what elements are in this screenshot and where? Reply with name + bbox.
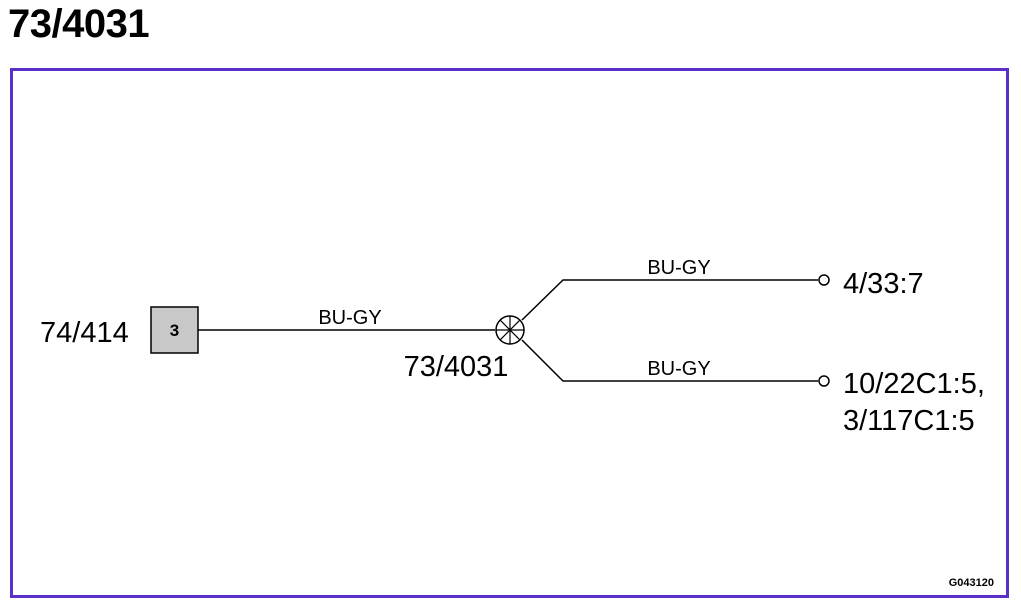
figure-code: G043120	[949, 577, 994, 589]
source-connector-pin: 3	[170, 321, 179, 340]
wire-branch-lower[interactable]	[521, 339, 818, 382]
wire-branch-upper[interactable]	[521, 279, 818, 321]
source-connector-box[interactable]	[150, 306, 199, 354]
source-connector-label: 74/414	[40, 317, 129, 349]
diagram-frame	[10, 68, 1009, 598]
wire-branch-lower-color: BU-GY	[647, 358, 710, 380]
terminal-lower-icon[interactable]	[818, 375, 830, 387]
page-title: 73/4031	[8, 2, 150, 46]
destination-lower-label-line1: 10/22C1:5,	[843, 368, 985, 400]
wire-main-color: BU-GY	[318, 307, 381, 329]
terminal-upper-icon[interactable]	[818, 274, 830, 286]
splice-icon[interactable]	[495, 315, 525, 345]
destination-upper-label: 4/33:7	[843, 268, 924, 300]
destination-lower-label-line2: 3/117C1:5	[843, 405, 975, 437]
splice-label: 73/4031	[404, 351, 509, 383]
wire-branch-upper-color: BU-GY	[647, 257, 710, 279]
